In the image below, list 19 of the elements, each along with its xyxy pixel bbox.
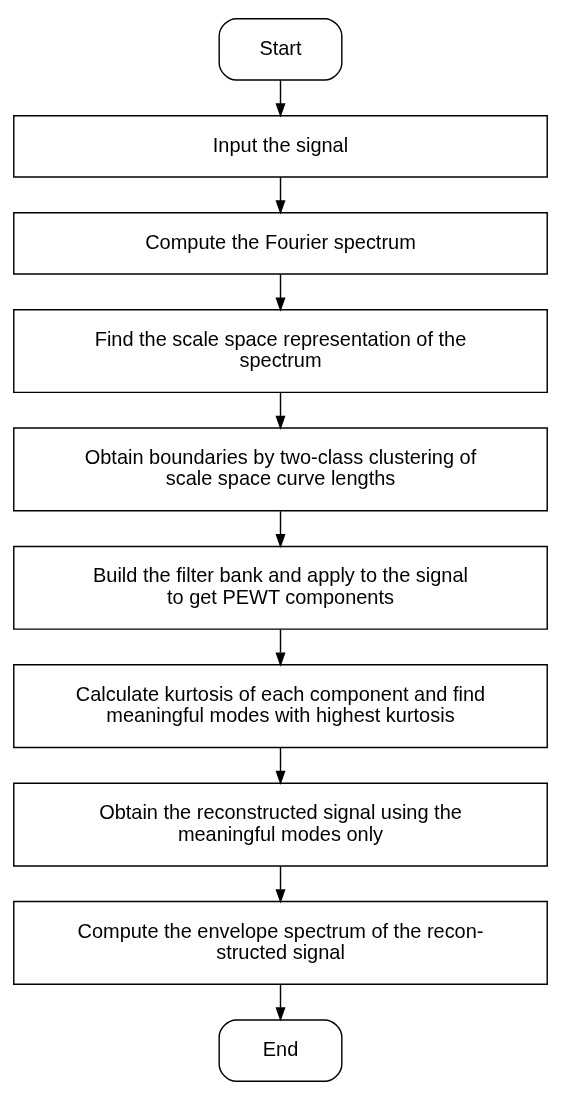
arrow <box>275 391 286 430</box>
node-box: Compute the envelope spectrum of the recon- structed signal <box>13 900 548 985</box>
node-box: Calculate kurtosis of each component and find meaningful modes with highest kurtosis <box>13 663 548 748</box>
node-box: Compute the Fourier spectrum <box>13 211 548 275</box>
arrow <box>275 273 286 312</box>
arrow <box>275 510 286 548</box>
arrow <box>275 746 286 785</box>
node-box: Obtain boundaries by two-class clustering of scale space curve lengths <box>13 426 548 511</box>
arrow <box>275 983 286 1021</box>
node-box: End <box>218 1018 343 1082</box>
node-box: Start <box>218 17 343 81</box>
node-box: Find the scale space representation of the spectrum <box>13 308 548 393</box>
node-box: Input the signal <box>13 114 548 178</box>
arrow <box>275 78 286 117</box>
arrow <box>275 628 286 667</box>
node-box: Obtain the reconstructed signal using the meaningful modes only <box>13 782 548 867</box>
arrow <box>275 865 286 903</box>
node-box: Build the filter bank and apply to the signal to get PEWT components <box>13 545 548 630</box>
arrow <box>275 175 286 214</box>
